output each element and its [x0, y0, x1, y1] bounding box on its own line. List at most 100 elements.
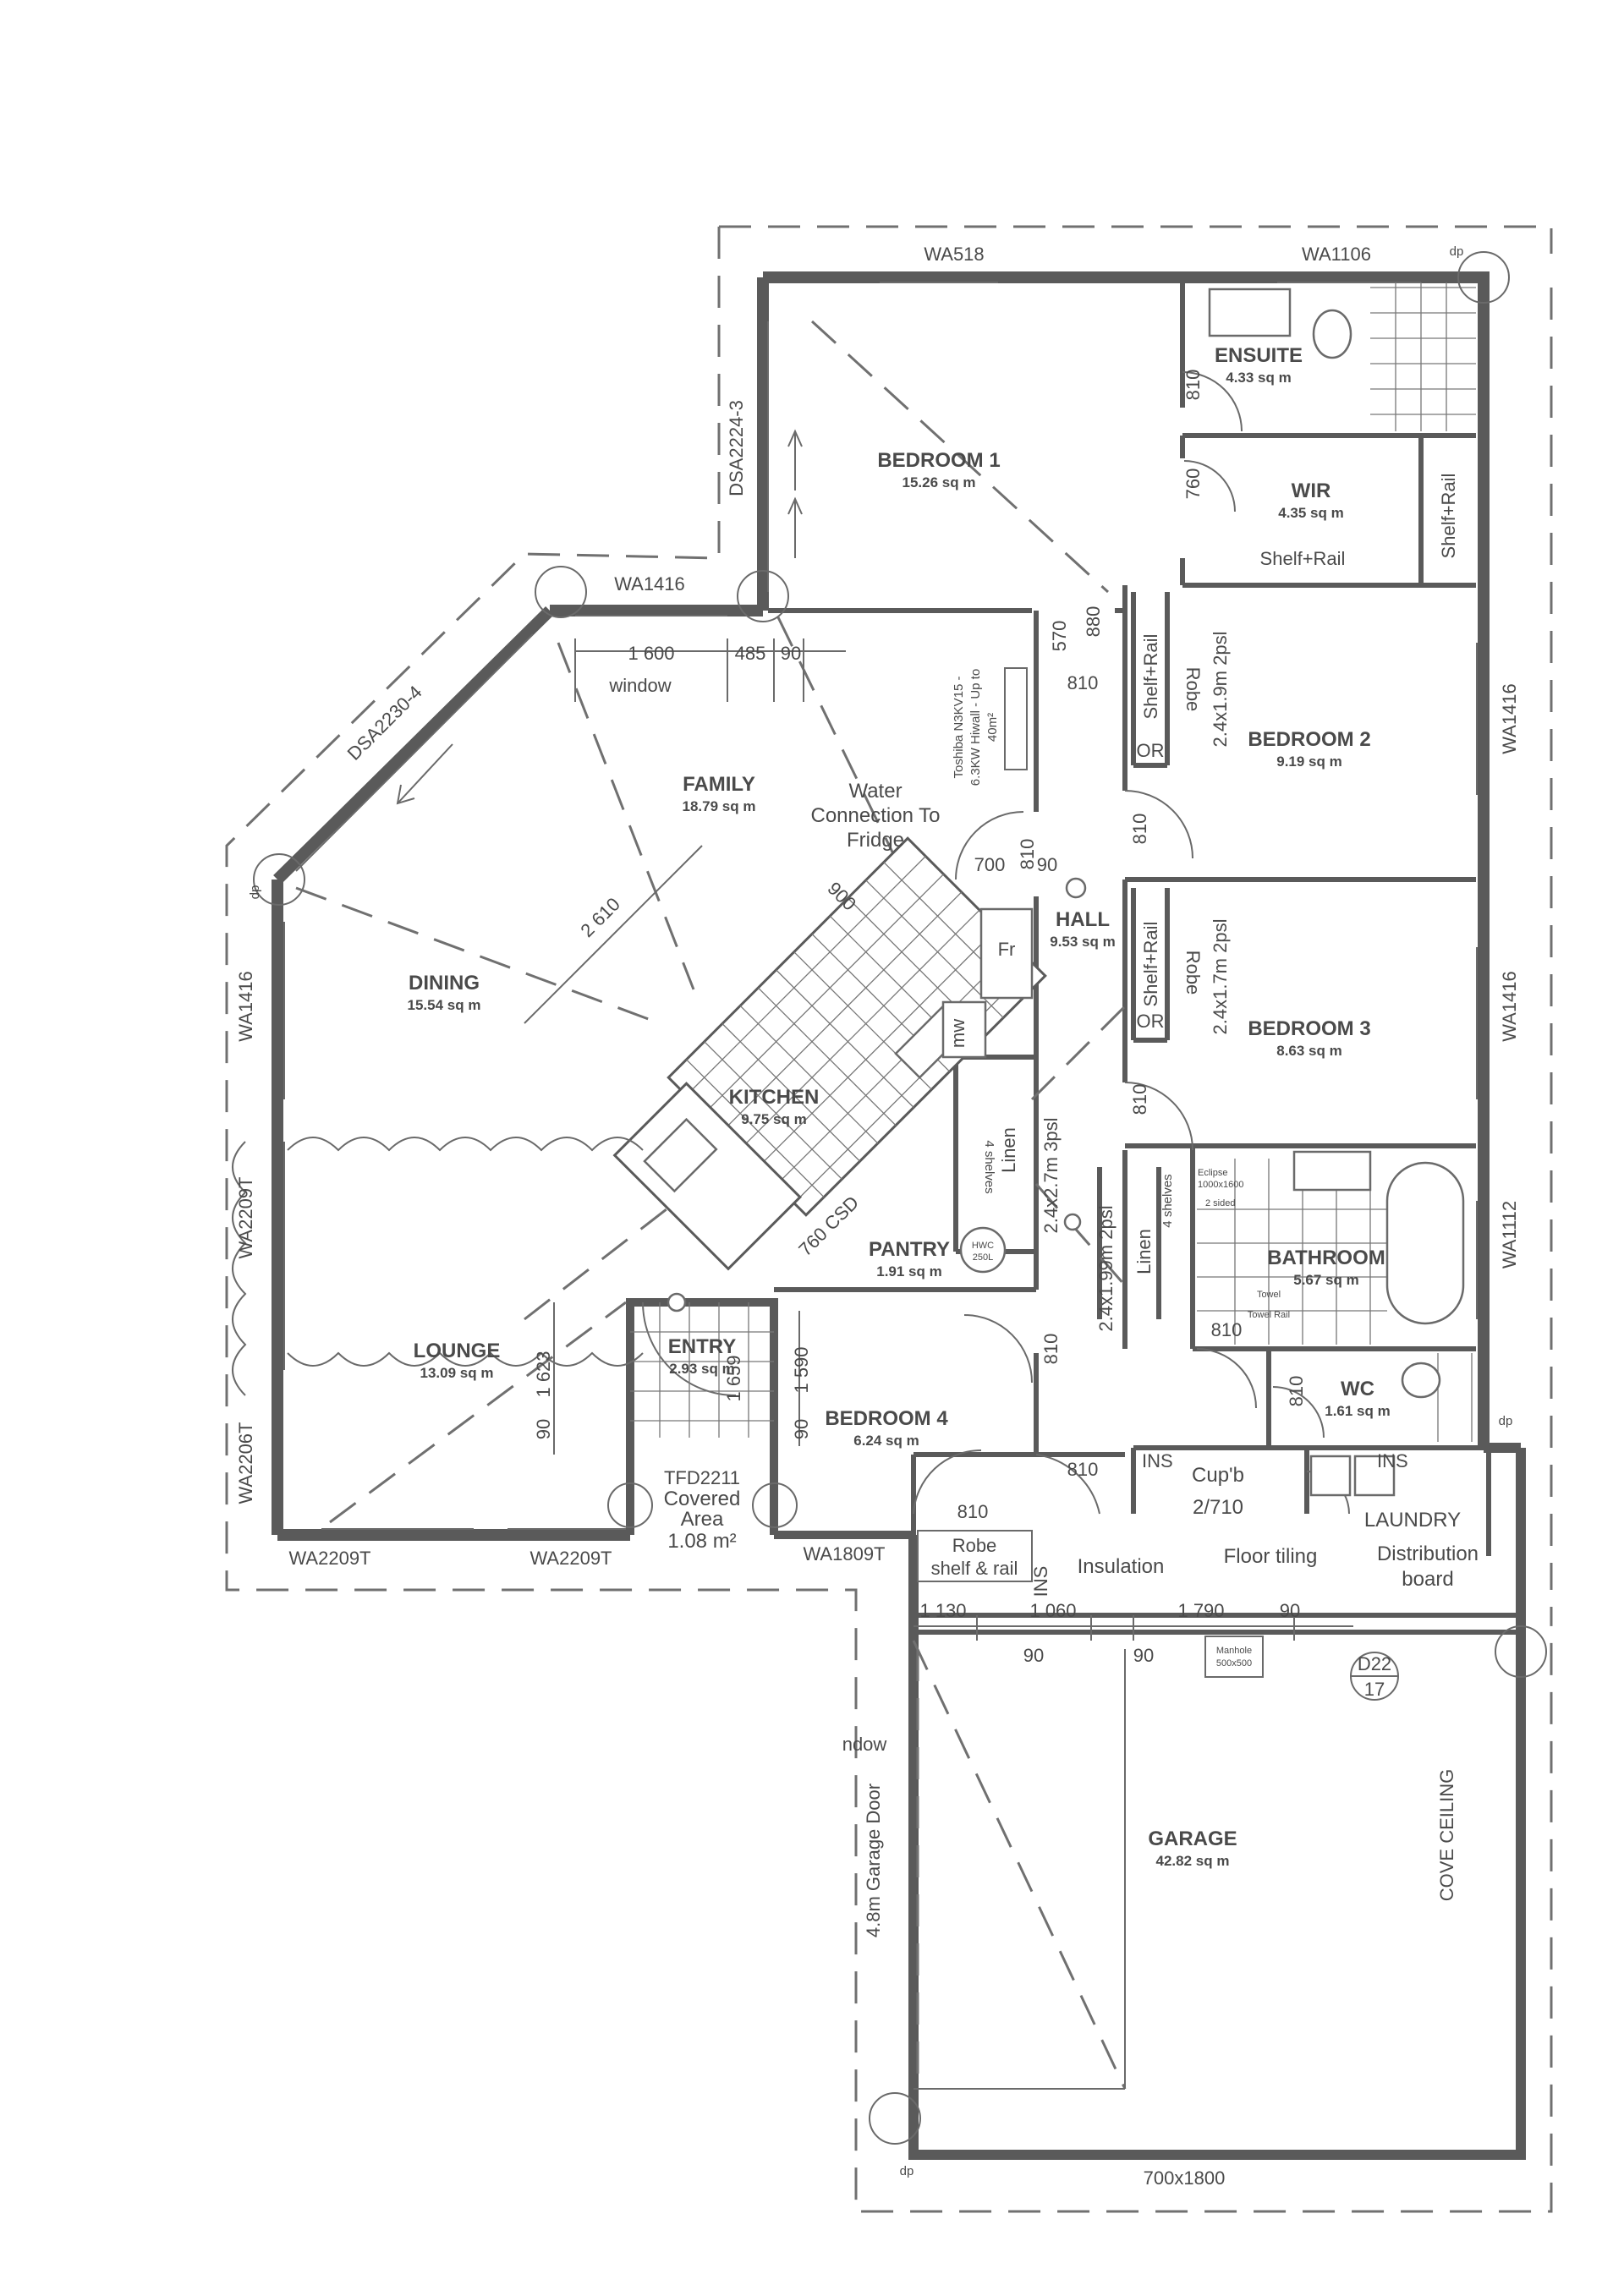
note: dp	[1499, 1414, 1513, 1428]
manhole-icon	[1204, 1636, 1264, 1678]
room-name-laundry: LAUNDRY	[1364, 1509, 1461, 1532]
dimension: 810	[1182, 370, 1204, 401]
note: Manhole	[1216, 1646, 1252, 1656]
bath-icon	[1385, 1161, 1465, 1325]
downpipe-icon	[1457, 251, 1510, 304]
room-name-pantry: PANTRY	[869, 1238, 950, 1261]
note: Fr	[998, 939, 1016, 960]
dimension: 1 623	[533, 1351, 554, 1397]
note: INS	[1030, 1566, 1051, 1597]
room-area-kitchen: 9.75 sq m	[741, 1111, 807, 1127]
window-code: WA1809T	[803, 1543, 885, 1564]
dimension: 2 610	[576, 893, 624, 941]
dimension: 90	[1037, 854, 1057, 875]
window-code: WA1112	[1499, 1201, 1520, 1269]
window-code: WA1416	[235, 971, 256, 1042]
note: Robe	[952, 1535, 997, 1556]
dimension: 810	[1211, 1319, 1243, 1340]
room-name-dining: DINING	[409, 972, 480, 995]
note: Distribution	[1377, 1543, 1479, 1565]
note: Towel	[1257, 1290, 1281, 1300]
door-code-sub: 17	[1364, 1679, 1385, 1700]
dimension-lines	[524, 638, 1353, 1641]
note: INS	[1377, 1450, 1408, 1471]
note: Fridge	[847, 829, 904, 852]
note: Robe	[1182, 667, 1204, 712]
dimension: 1 590	[791, 1346, 812, 1393]
wc-toilet-icon	[1401, 1362, 1441, 1399]
entry-tiles	[630, 1302, 774, 1438]
dimension: 700x1800	[1144, 2167, 1226, 2189]
robe-box	[917, 1530, 1033, 1582]
dimension: 810	[1129, 814, 1150, 845]
room-area-ensuite: 4.33 sq m	[1226, 370, 1292, 386]
microwave-icon	[941, 1000, 987, 1059]
note: Cup'b	[1192, 1464, 1244, 1487]
note: 250L	[973, 1252, 993, 1263]
window-code: DSA2224-3	[726, 400, 747, 496]
dimension: 810	[1067, 1459, 1099, 1480]
note: 1000x1600	[1198, 1180, 1243, 1190]
note: board	[1402, 1568, 1453, 1591]
room-name-hall: HALL	[1056, 908, 1110, 931]
window-code: WA2209T	[529, 1548, 612, 1569]
dimension: 810	[1129, 1084, 1150, 1115]
room-name-family: FAMILY	[683, 773, 755, 796]
window-code: WA518	[924, 244, 984, 265]
room-name-bedroom3: BEDROOM 3	[1248, 1017, 1370, 1040]
note: 4 shelves	[982, 1140, 996, 1193]
room-area-wc: 1.61 sq m	[1325, 1403, 1391, 1419]
dimension: 90	[1133, 1645, 1154, 1666]
note: Toshiba N3KV15 -	[952, 677, 966, 779]
note: Insulation	[1078, 1555, 1165, 1578]
note: 1.08 m²	[667, 1530, 736, 1553]
dimension: 90	[791, 1419, 812, 1439]
note: Linen	[998, 1127, 1019, 1173]
dimension: 810	[1017, 839, 1038, 870]
sink-icon	[643, 1117, 718, 1193]
note: 40m²	[985, 713, 1000, 742]
room-area-family: 18.79 sq m	[683, 798, 756, 814]
window-code: WA1416	[1499, 683, 1520, 754]
note: Area	[681, 1508, 724, 1531]
dimension: 1 659	[723, 1355, 744, 1401]
room-name-lounge: LOUNGE	[414, 1340, 501, 1362]
note: Linen	[1133, 1229, 1155, 1274]
dimension: 90	[1023, 1645, 1044, 1666]
note: Robe	[1182, 951, 1204, 995]
toilet-icon	[1312, 309, 1352, 359]
room-name-ensuite: ENSUITE	[1215, 344, 1303, 367]
note: 2/710	[1193, 1496, 1243, 1519]
basin-icon	[1292, 1150, 1372, 1192]
eave-outline	[225, 225, 1553, 2213]
note: Shelf+Rail	[1140, 634, 1161, 720]
note: dp	[900, 2164, 914, 2178]
room-area-entry: 2.93 sq m	[669, 1361, 735, 1377]
hwc-icon	[959, 1226, 1007, 1274]
note: 4.8m Garage Door	[863, 1784, 884, 1937]
dimension: 1 060	[1029, 1600, 1076, 1621]
room-labels: BEDROOM 1 15.26 sq m ENSUITE 4.33 sq m W…	[408, 344, 1462, 1869]
external-walls	[272, 271, 1526, 2160]
note: Eclipse	[1198, 1168, 1227, 1178]
dimension: 880	[1083, 606, 1104, 638]
room-name-wc: WC	[1341, 1378, 1374, 1400]
door-code: TFD2211	[664, 1467, 740, 1488]
note: 2 sided	[1205, 1198, 1235, 1208]
aircon-unit-icon	[1004, 667, 1028, 770]
dimension: 810	[1040, 1334, 1062, 1365]
note: Shelf+Rail	[1260, 548, 1346, 569]
dimension: 90	[781, 643, 801, 664]
sliding-arrows	[396, 429, 803, 805]
note: COVE CEILING	[1436, 1769, 1457, 1901]
window-code: WA2206T	[235, 1422, 256, 1504]
downpipe-icon	[607, 1482, 653, 1528]
note: dp	[1450, 244, 1464, 259]
note: OR	[1137, 740, 1165, 761]
room-name-bedroom4: BEDROOM 4	[825, 1407, 948, 1430]
room-area-bedroom2: 9.19 sq m	[1276, 753, 1342, 770]
vanity-icon	[1208, 288, 1292, 337]
note: 6.3KW Hiwall - Up to	[968, 669, 983, 786]
dimension: 1 790	[1177, 1600, 1224, 1621]
downpipe-icon	[737, 570, 789, 622]
